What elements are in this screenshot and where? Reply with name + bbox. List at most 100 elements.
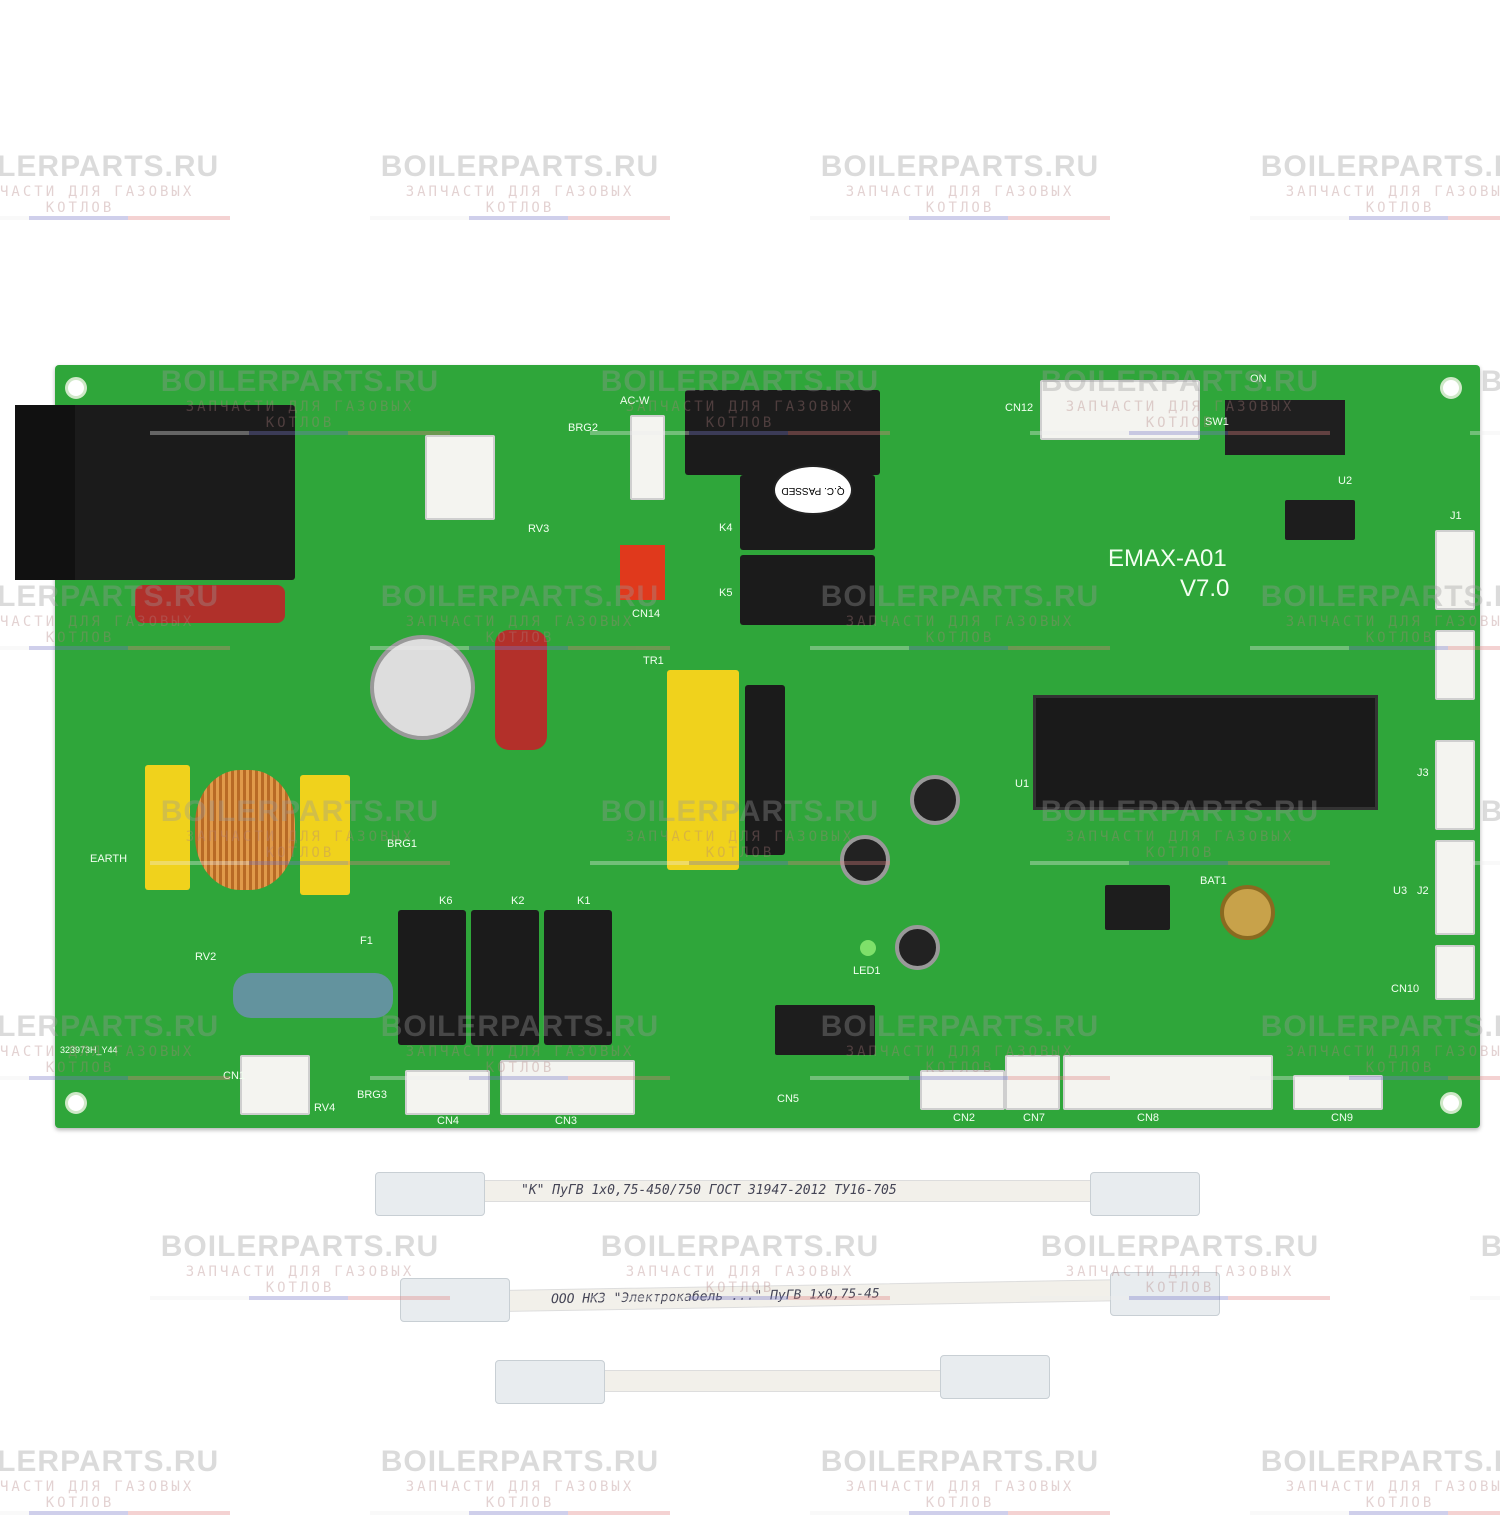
watermark-tagline: ЗАПЧАСТИ ДЛЯ ГАЗОВЫХ КОТЛОВ — [845, 184, 1075, 216]
label-j3: J3 — [1417, 767, 1429, 779]
cable-terminal — [1110, 1272, 1220, 1316]
watermark-brand: BOILERPARTS.RU — [0, 1445, 220, 1478]
fuse-f1 — [233, 973, 393, 1018]
label-f1: F1 — [360, 935, 373, 947]
watermark-bar — [370, 216, 670, 220]
connector-cn11 — [1435, 630, 1475, 700]
cable-terminal — [375, 1172, 485, 1216]
label-cn3: CN3 — [555, 1115, 578, 1127]
watermark-tagline: ЗАПЧАСТИ ДЛЯ ГАЗОВЫХ КОТЛОВ — [0, 184, 195, 216]
watermark-tagline: ЗАПЧАСТИ ДЛЯ ГАЗОВЫХ КОТЛОВ — [845, 1479, 1075, 1511]
connector-cn12 — [1040, 380, 1200, 440]
capacitor — [910, 775, 960, 825]
label-k6: K6 — [439, 895, 453, 907]
watermark-tagline: ЗАПЧАСТИ ДЛЯ ГАЗОВЫХ КОТЛОВ — [1285, 1479, 1500, 1511]
label-k5: K5 — [719, 587, 733, 599]
connector-cn4 — [405, 1070, 490, 1115]
film-capacitor — [495, 630, 547, 750]
label-cn9: CN9 — [1331, 1112, 1354, 1124]
dip-switch[interactable] — [1225, 400, 1345, 455]
watermark-bar — [810, 1511, 1110, 1515]
board-version: V7.0 — [1180, 575, 1230, 602]
watermark-brand: BOILERPARTS.RU — [380, 1445, 660, 1478]
label-cn12: CN12 — [1005, 402, 1034, 414]
watermark-brand: BOILERPARTS.RU — [820, 150, 1100, 183]
label-u2: U2 — [1338, 475, 1353, 487]
toroid-choke — [195, 770, 295, 890]
label-u1: U1 — [1015, 778, 1030, 790]
label-led1: LED1 — [853, 965, 881, 977]
capacitor-x2 — [135, 585, 285, 623]
relay-k6 — [398, 910, 466, 1045]
connector-j2 — [1435, 840, 1475, 935]
label-j2: J2 — [1417, 885, 1429, 897]
connector-cn8 — [1063, 1055, 1273, 1110]
connector-cn9 — [1293, 1075, 1383, 1110]
label-brg3: BRG3 — [357, 1089, 387, 1101]
cable-terminal — [1090, 1172, 1200, 1216]
watermark-brand: BOILERPARTS.RU — [380, 150, 660, 183]
cable-terminal — [400, 1278, 510, 1322]
mount-hole — [65, 1092, 87, 1114]
transformer-core — [745, 685, 785, 855]
label-bat1: BAT1 — [1200, 875, 1227, 887]
cable-terminal — [495, 1360, 605, 1404]
watermark-tagline: ЗАПЧАСТИ ДЛЯ ГАЗОВЫХ КОТЛОВ — [0, 1479, 195, 1511]
connector-cn1 — [240, 1055, 310, 1115]
watermark-bar — [370, 1511, 670, 1515]
watermark-brand: BOILERPARTS.RU — [1260, 1445, 1500, 1478]
label-cn5: CN5 — [777, 1093, 800, 1105]
transformer-tr1 — [667, 670, 739, 870]
watermark-brand: BOILERPARTS.RU — [160, 1230, 440, 1263]
label-on: ON — [1250, 373, 1267, 385]
mount-hole — [1440, 377, 1462, 399]
watermark-tagline: ЗАПЧАСТИ ДЛЯ ГАЗОВЫХ КОТЛОВ — [405, 1479, 635, 1511]
label-k2: K2 — [511, 895, 525, 907]
watermark-bar — [0, 1511, 230, 1515]
capacitor-c18 — [145, 765, 190, 890]
connector-cn7 — [1005, 1055, 1060, 1110]
connector-cn3 — [500, 1060, 635, 1115]
cable-2: ООО НКЗ "Электрокабель ..." ПуГВ 1х0,75-… — [449, 1279, 1131, 1313]
cable-3 — [540, 1370, 980, 1392]
label-brg1: BRG1 — [387, 838, 417, 850]
label-tr1: TR1 — [643, 655, 664, 667]
relay-k2 — [471, 910, 539, 1045]
label-cn10: CN10 — [1391, 983, 1420, 995]
watermark-bar — [810, 216, 1110, 220]
chip-u2 — [1285, 500, 1355, 540]
chip-socket-u1 — [1033, 695, 1378, 810]
label-k1: K1 — [577, 895, 591, 907]
watermark-brand: BOILERPARTS.RU — [1260, 150, 1500, 183]
label-earth: EARTH — [90, 853, 128, 865]
watermark-tagline: ЗАПЧАСТИ ДЛЯ ГАЗОВЫХ КОТЛОВ — [1285, 184, 1500, 216]
connector-ac-w — [630, 415, 665, 500]
label-brg2: BRG2 — [568, 422, 598, 434]
capacitor — [895, 925, 940, 970]
capacitor-c1 — [300, 775, 350, 895]
label-cn14: CN14 — [632, 608, 661, 620]
board-model: EMAX-A01 — [1108, 545, 1227, 572]
relay-k5 — [740, 555, 875, 625]
mount-hole — [1440, 1092, 1462, 1114]
watermark-tagline: ЗАПЧАСТИ ДЛЯ ГАЗОВЫХ КОТЛОВ — [1470, 1264, 1500, 1296]
label-rv3: RV3 — [528, 523, 550, 535]
board-serial: 323973H_Y44 — [60, 1045, 118, 1055]
chip-u6 — [1105, 885, 1170, 930]
label-k4: K4 — [719, 522, 733, 534]
connector-cn10 — [1435, 945, 1475, 1000]
watermark-brand: BOILERPARTS.RU — [0, 150, 220, 183]
qc-sticker: Q.C. PASSED — [773, 465, 853, 515]
watermark-brand: BOILERPARTS.RU — [820, 1445, 1100, 1478]
capacitor — [840, 835, 890, 885]
label-cn1: CN1 — [223, 1070, 246, 1082]
label-j1: J1 — [1450, 510, 1462, 522]
watermark-brand: BOILERPARTS.RU — [1480, 1230, 1500, 1263]
watermark-bar — [0, 216, 230, 220]
